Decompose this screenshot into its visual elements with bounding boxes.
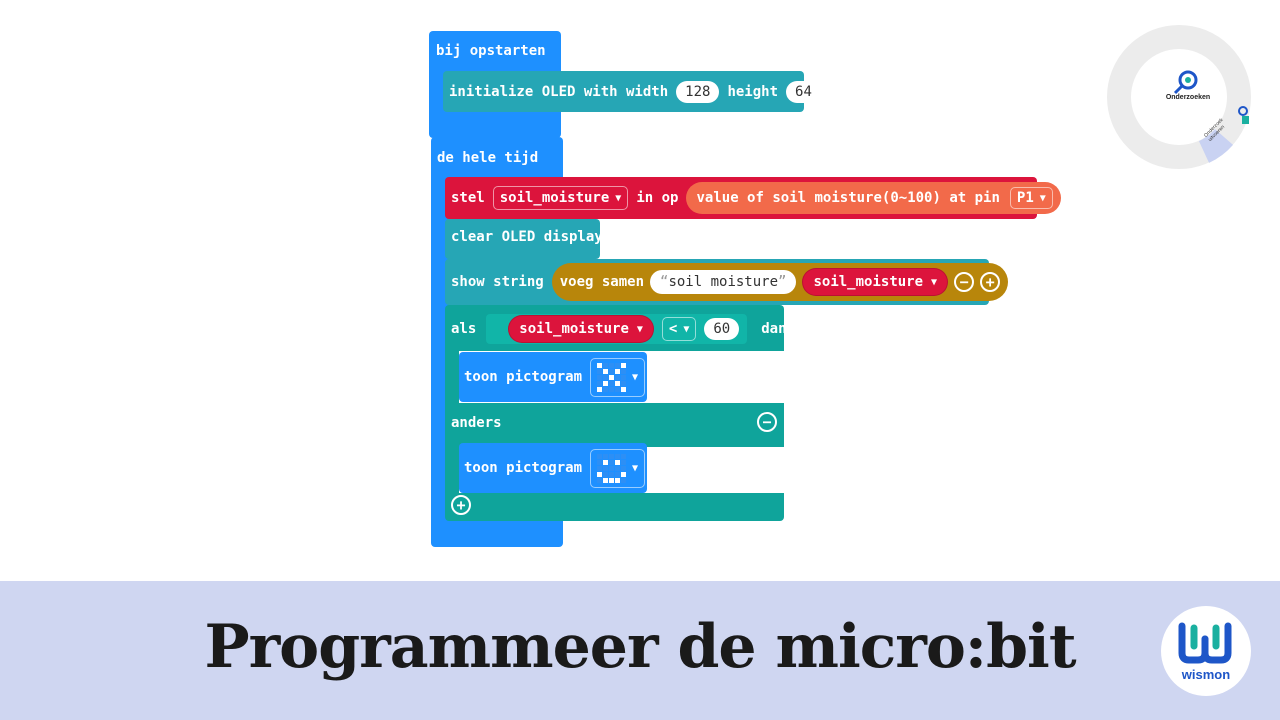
dropdown-caret-icon: ▼	[632, 462, 639, 474]
operator-value: <	[668, 321, 678, 337]
clear-oled-block[interactable]: clear OLED display	[445, 219, 603, 259]
icon-dropdown[interactable]: ▼	[590, 448, 646, 488]
remove-else-icon[interactable]: −	[757, 412, 777, 432]
then-label: dan	[761, 321, 787, 337]
if-row: als soil_moisture ▼ < ▼ 60 dan	[451, 313, 787, 345]
set-variable-block[interactable]: stel soil_moisture ▼ in op value of soil…	[445, 177, 1061, 219]
research-cycle-icon	[1107, 25, 1251, 169]
oled-height-label: height	[727, 83, 779, 100]
pin-value: P1	[1016, 190, 1034, 206]
happy-face-icon	[597, 453, 627, 483]
research-badge: Onderzoeken Onderzoek uitvoeren	[1104, 22, 1254, 172]
dropdown-caret-icon: ▼	[683, 323, 690, 335]
bottom-banner	[0, 581, 1280, 720]
operator-dropdown[interactable]: < ▼	[661, 317, 697, 341]
oled-width-input[interactable]: 128	[676, 80, 720, 103]
join-variable-name: soil_moisture	[813, 274, 924, 290]
add-item-icon[interactable]: +	[980, 272, 1001, 292]
compare-variable-name: soil_moisture	[519, 321, 629, 337]
variable-dropdown[interactable]: soil_moisture ▼	[492, 186, 629, 210]
sensor-label: value of soil moisture(0~100) at pin	[696, 190, 1000, 206]
soil-moisture-sensor-block[interactable]: value of soil moisture(0~100) at pin P1 …	[686, 182, 1061, 214]
show-icon-block-then[interactable]: toon pictogram ▼	[459, 352, 647, 402]
show-string-label: show string	[451, 274, 544, 290]
dropdown-caret-icon: ▼	[615, 192, 622, 204]
add-else-icon[interactable]: +	[451, 495, 471, 515]
set-label: stel	[451, 190, 485, 206]
join-label: voeg samen	[559, 274, 645, 290]
on-start-label: bij opstarten	[436, 43, 546, 59]
join-block[interactable]: voeg samen “soil moisture” soil_moisture…	[551, 263, 1009, 301]
variable-name: soil_moisture	[499, 190, 610, 206]
wismon-logo-icon	[1178, 622, 1232, 664]
compare-value-input[interactable]: 60	[704, 318, 740, 340]
oled-height-input[interactable]: 64	[786, 80, 821, 103]
banner-title: Programmeer de micro:bit	[204, 612, 1076, 682]
else-label: anders	[451, 415, 502, 431]
string-value: soil moisture	[668, 274, 779, 290]
icon-dropdown[interactable]: ▼	[590, 357, 646, 397]
initialize-oled-label: initialize OLED with width	[449, 83, 669, 100]
brand-name: wismon	[1181, 667, 1231, 682]
badge-title: Onderzoeken	[1165, 94, 1211, 101]
wismon-logo: wismon	[1161, 606, 1251, 696]
show-string-block[interactable]: show string voeg samen “soil moisture” s…	[445, 259, 1009, 305]
string-input[interactable]: “soil moisture”	[650, 270, 797, 294]
remove-item-icon[interactable]: −	[954, 272, 975, 292]
show-icon-label: toon pictogram	[464, 369, 583, 385]
pin-dropdown[interactable]: P1 ▼	[1009, 187, 1053, 209]
initialize-oled-block[interactable]: initialize OLED with width 128 height 64	[443, 71, 821, 112]
clear-oled-label: clear OLED display	[451, 229, 603, 245]
dropdown-caret-icon: ▼	[632, 371, 639, 383]
dropdown-caret-icon: ▼	[931, 276, 938, 288]
join-variable-block[interactable]: soil_moisture ▼	[802, 268, 949, 296]
show-icon-label: toon pictogram	[464, 460, 583, 476]
if-label: als	[451, 321, 477, 337]
in-op-label: in op	[636, 190, 679, 206]
show-icon-block-else[interactable]: toon pictogram ▼	[459, 443, 647, 493]
compare-variable-block[interactable]: soil_moisture ▼	[508, 315, 654, 343]
compare-block[interactable]: soil_moisture ▼ < ▼ 60	[486, 314, 748, 344]
dropdown-caret-icon: ▼	[1039, 192, 1046, 204]
sad-x-icon	[597, 362, 627, 392]
dropdown-caret-icon: ▼	[636, 323, 643, 335]
forever-label: de hele tijd	[437, 150, 539, 166]
